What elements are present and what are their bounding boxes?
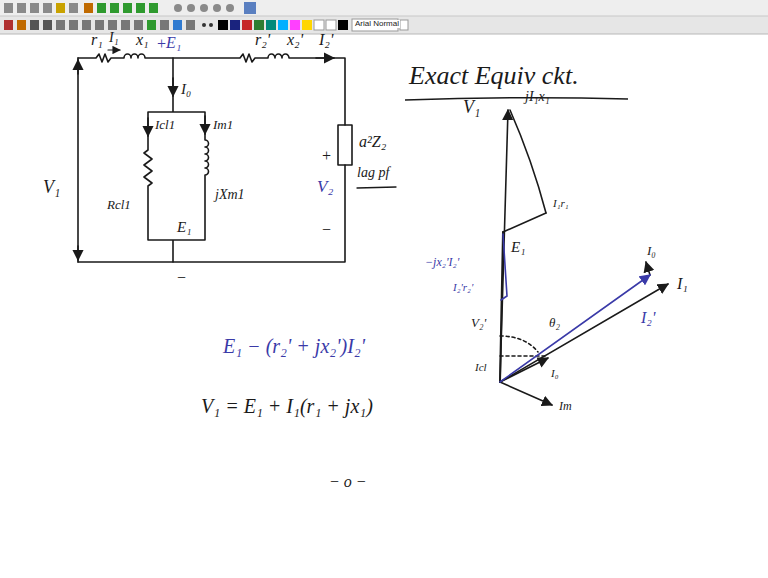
phasor-label: I₁r₁ (552, 198, 570, 210)
shunt-branch (144, 58, 209, 262)
resistance-label: r₂' (254, 32, 271, 49)
phasor-label: V₁ (462, 98, 481, 117)
phasor-label: I₁ (676, 276, 689, 293)
phasor-label: I₂' (640, 310, 656, 327)
phasor-label: jI₁x₁ (524, 90, 551, 105)
phasor-label: I₂'r₂' (452, 282, 474, 294)
phasor-label: Im (558, 400, 573, 413)
current-label: I₀ (180, 82, 192, 98)
voltage-label: V₁ (42, 178, 61, 197)
voltage-label: E₁ (165, 35, 182, 52)
current-label: I₁ (108, 31, 120, 46)
equation: E₁ − (r₂' + jx₂')I₂' (222, 336, 366, 357)
resistance-label: r₁ (90, 32, 104, 49)
current-label: I₂' (318, 32, 334, 49)
resistance-label: Rcl1 (106, 198, 132, 212)
phasor-label: −jx₂'I₂' (424, 256, 460, 269)
load-impedance (338, 125, 352, 165)
angle-label: θ₂ (548, 316, 561, 330)
phasor-label: E₁ (510, 240, 526, 256)
phasor-diagram (500, 110, 668, 405)
voltage-label: V₂ (316, 178, 334, 196)
polarity-sign: + (320, 148, 333, 165)
series-branch (78, 54, 345, 125)
title-underline (405, 98, 628, 100)
note: lag pf (356, 166, 390, 181)
polarity-sign: − (175, 270, 188, 287)
current-label: Icl1 (154, 118, 176, 132)
phasor-label: Icl (474, 362, 488, 374)
reactance-label: jXm1 (214, 188, 246, 203)
reactance-label: x₁ (135, 32, 150, 49)
reactance-label: x₂' (286, 32, 304, 49)
polarity-sign: − (320, 222, 333, 239)
phasor-label: V₂' (470, 316, 487, 330)
toolbar-font-box: Arial Normal (354, 20, 400, 28)
heading: Exact Equiv ckt. (408, 62, 580, 89)
source-terminal-wire (77, 58, 79, 262)
equivalent-circuit (78, 50, 396, 262)
voltage-label: E₁ (176, 220, 192, 236)
phasor-label: I₀ (550, 368, 560, 380)
load-label: a²Z₂ (358, 134, 387, 151)
phasor-label: I₀ (646, 244, 657, 258)
equation: V₁ = E₁ + I₁(r₁ + jx₁) (200, 396, 374, 417)
polarity-sign: + (155, 36, 168, 53)
current-label: Im1 (212, 118, 234, 132)
end-mark: − o − (328, 474, 368, 491)
toolbar (0, 0, 768, 34)
